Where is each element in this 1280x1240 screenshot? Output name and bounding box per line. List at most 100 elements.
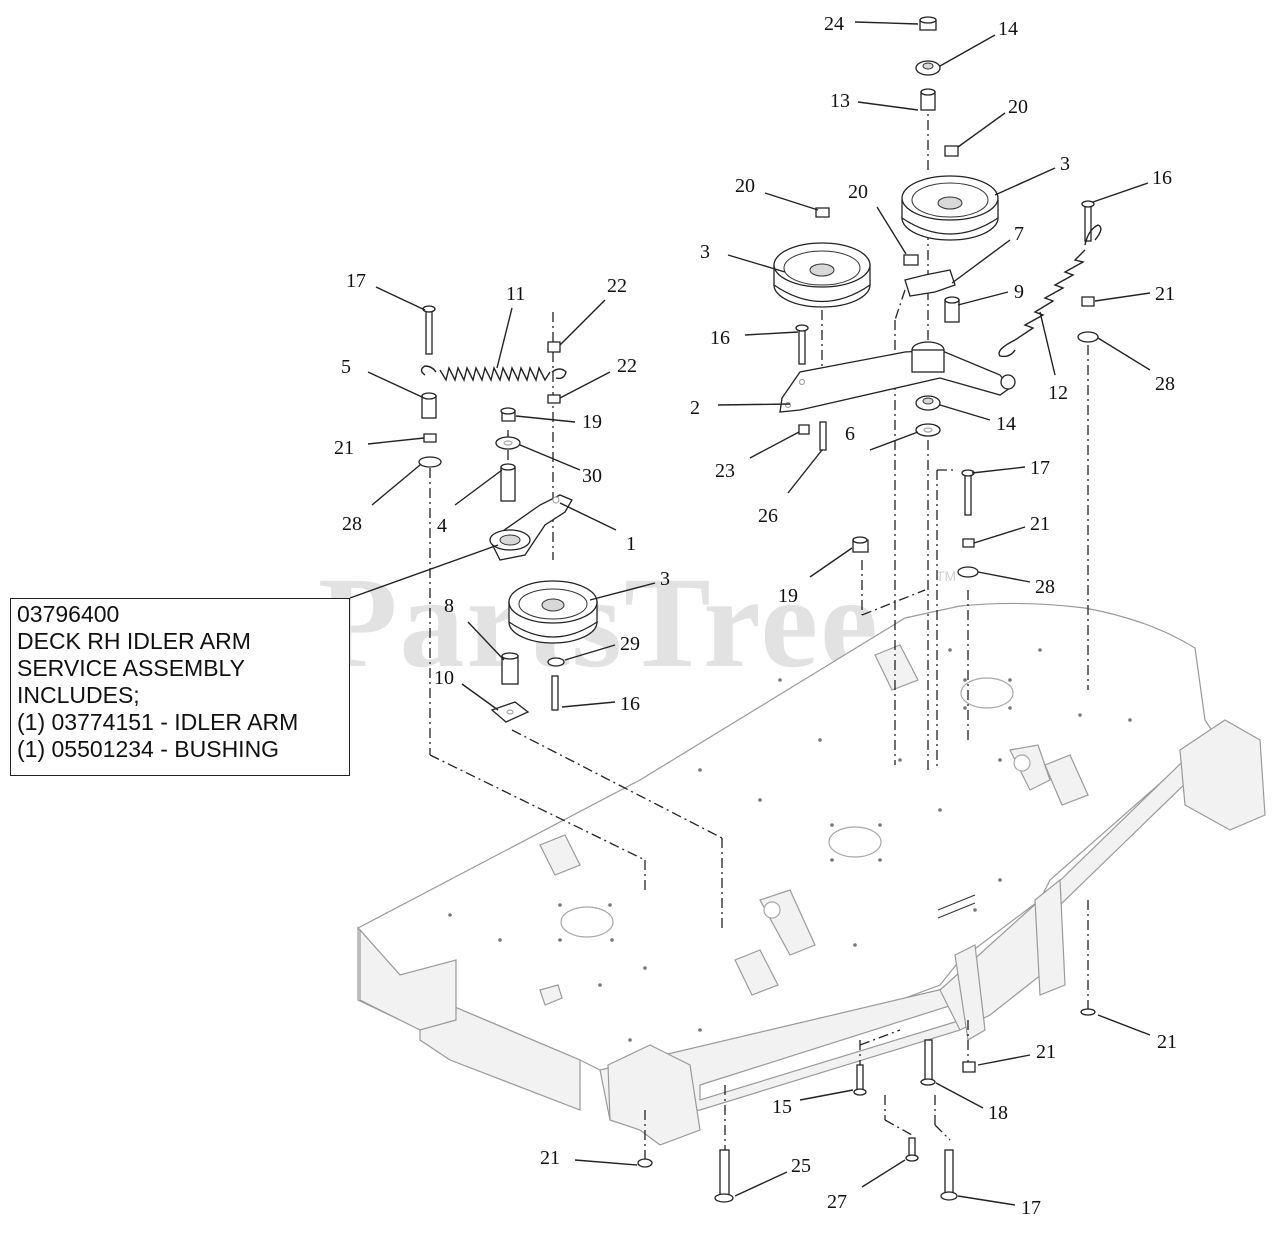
part-3-pulley-lower-groove	[518, 588, 588, 620]
callout-label: 19	[582, 411, 602, 433]
hanger-hole-center	[763, 901, 781, 919]
note-line: INCLUDES;	[17, 682, 140, 708]
callout: 4	[437, 469, 503, 537]
part-17-head-left	[422, 305, 436, 313]
part-15-bolt	[856, 1064, 864, 1092]
deck-tab-far-right	[1044, 754, 1089, 806]
callout: 2	[690, 397, 791, 419]
watermark-tm: TM	[936, 568, 957, 584]
part-8-bushing	[501, 655, 519, 685]
part-28-washer-mid	[957, 566, 979, 578]
callout: 29	[564, 633, 640, 661]
callout-label: 25	[791, 1155, 811, 1177]
note-line: DECK RH IDLER ARM	[17, 628, 251, 654]
right-mid-bracket	[1034, 878, 1066, 996]
callout-label: 7	[1014, 223, 1024, 245]
part-1-idler-arm	[489, 494, 573, 561]
part-17-bolt-left	[425, 309, 433, 355]
callout: 9	[957, 281, 1024, 306]
part-2-pivot-tube	[911, 349, 945, 373]
note-line: SERVICE ASSEMBLY	[17, 655, 245, 681]
right-rear-bracket	[1179, 719, 1266, 831]
front-left-bracket	[607, 1044, 701, 1146]
callout: 11	[496, 283, 525, 369]
callout: 14	[939, 18, 1018, 67]
right-spindle-hole	[960, 677, 1014, 709]
callout: 8	[444, 595, 505, 661]
callout-label: 20	[1008, 96, 1028, 118]
callout-label: 12	[1048, 382, 1068, 404]
part-28-washer-left	[418, 456, 442, 468]
callout: 19	[515, 411, 602, 433]
callout-label: 8	[444, 595, 454, 617]
part-14-bore	[922, 62, 934, 70]
part-29-washer	[547, 657, 565, 667]
callout: 27	[827, 1159, 906, 1213]
callout: 21	[334, 437, 425, 459]
part-13-top	[920, 88, 936, 96]
callout: 21	[977, 1041, 1056, 1066]
callout: 3	[589, 568, 670, 601]
note-line: (1) 05501234 - BUSHING	[17, 736, 280, 762]
lower-hardware	[637, 1008, 1096, 1203]
part-21-nut-front	[962, 1061, 976, 1073]
part-7-bracket	[904, 269, 956, 297]
callout-label: 17	[1021, 1197, 1041, 1219]
part-30-hole	[503, 440, 513, 446]
callout: 22	[559, 275, 627, 346]
callout: 3	[700, 241, 786, 273]
callout-label: 3	[1060, 153, 1070, 175]
callout: 21	[973, 513, 1050, 544]
callout-label: 21	[540, 1147, 560, 1169]
deck-slot-1	[937, 894, 976, 911]
callout: 16	[710, 327, 799, 349]
callout: 6	[845, 423, 919, 451]
part-3-pulley-left-hub	[809, 263, 835, 277]
part-4-top	[500, 463, 516, 471]
callout-label: 22	[617, 355, 637, 377]
part-17-head-bottom	[940, 1191, 958, 1201]
part-19-top-right	[852, 536, 868, 544]
part-3-pulley-lower-hub	[541, 598, 565, 612]
watermark: PartsTree	[318, 551, 880, 695]
callout: 28	[342, 464, 421, 535]
deck-clip	[539, 984, 563, 1006]
callout: 21	[1094, 283, 1175, 305]
left-idler-parts	[418, 305, 598, 723]
part-23-nut	[798, 424, 810, 435]
part-22-nut-b	[547, 394, 561, 404]
callout-label: 18	[988, 1102, 1008, 1124]
callout: 17	[346, 270, 426, 311]
callout: 20	[735, 175, 819, 211]
callout-label: 9	[1014, 281, 1024, 303]
callout: 15	[772, 1089, 854, 1118]
callout: 30	[519, 444, 602, 487]
service-assembly-note: 03796400 DECK RH IDLER ARM SERVICE ASSEM…	[10, 598, 350, 776]
deck-tab-left	[539, 834, 581, 876]
callout-label: 17	[346, 270, 366, 292]
callout: 7	[951, 223, 1024, 284]
part-24-top	[919, 16, 937, 24]
part-2-stud	[1000, 374, 1016, 390]
callout-label: 17	[1030, 457, 1050, 479]
callout-label: 28	[342, 513, 362, 535]
callout-label: 11	[506, 283, 525, 305]
callout-label: 21	[334, 437, 354, 459]
part-21-nut-left	[423, 433, 437, 443]
part-2-hole-b	[784, 401, 792, 409]
callout-label: 4	[437, 515, 447, 537]
callout-label: 19	[778, 585, 798, 607]
deck-left-block	[359, 928, 457, 1031]
center-spindle-hole	[828, 826, 882, 858]
part-21-nut-right-upper	[1081, 296, 1095, 307]
callout-label: 20	[735, 175, 755, 197]
deck-rivets	[448, 648, 1132, 1042]
part-3-pulley-upper-groove	[911, 182, 989, 218]
callout-label: 21	[1157, 1031, 1177, 1053]
part-number: 03796400	[17, 601, 120, 627]
callout-label: 14	[996, 413, 1016, 435]
callout: 21	[540, 1147, 638, 1169]
part-2-hole-a	[798, 378, 806, 386]
callout-label: 22	[607, 275, 627, 297]
